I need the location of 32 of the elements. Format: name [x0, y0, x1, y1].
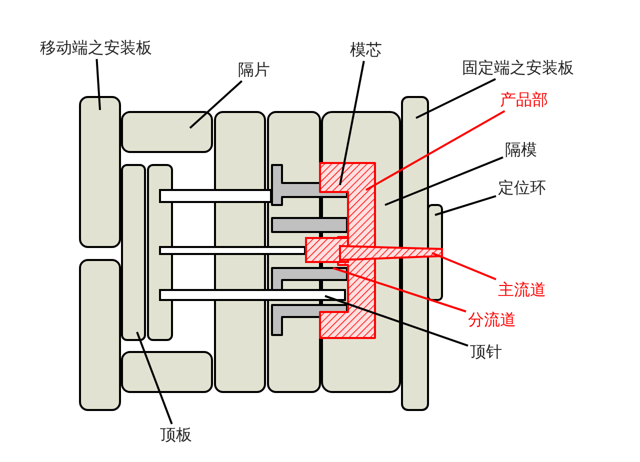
part-label: 隔片 — [238, 60, 270, 80]
leader-line — [324, 295, 468, 347]
leader-line — [136, 332, 173, 424]
leader-line — [96, 58, 101, 110]
leader-line — [434, 195, 496, 216]
part-label: 顶板 — [160, 425, 192, 445]
spacer-block — [121, 351, 213, 393]
leader-line — [339, 60, 365, 186]
part-label: 移动端之安装板 — [40, 38, 152, 58]
ejector-pin — [159, 246, 306, 255]
part-label: 隔模 — [505, 140, 537, 160]
part-label: 主流道 — [498, 280, 546, 300]
part-label: 模芯 — [350, 40, 382, 60]
part-label: 定位环 — [498, 178, 546, 198]
leader-line — [384, 156, 504, 206]
part-label: 固定端之安装板 — [462, 58, 574, 78]
leader-line — [366, 110, 506, 191]
ejector-plate — [121, 164, 146, 341]
part-label: 顶针 — [470, 342, 502, 362]
clamp-plate — [401, 96, 429, 411]
spacer-block — [121, 111, 213, 153]
ejector-pin — [159, 289, 346, 301]
locating-ring — [427, 204, 443, 301]
clamp-plate — [79, 96, 121, 248]
part-label: 分流道 — [468, 310, 516, 330]
clamp-plate — [79, 259, 121, 411]
part-label: 产品部 — [500, 90, 548, 110]
retainer-plate — [147, 164, 173, 341]
ejector-pin — [159, 189, 272, 203]
leader-line — [189, 80, 243, 129]
leader-line — [416, 78, 496, 119]
leader-line — [432, 252, 496, 280]
